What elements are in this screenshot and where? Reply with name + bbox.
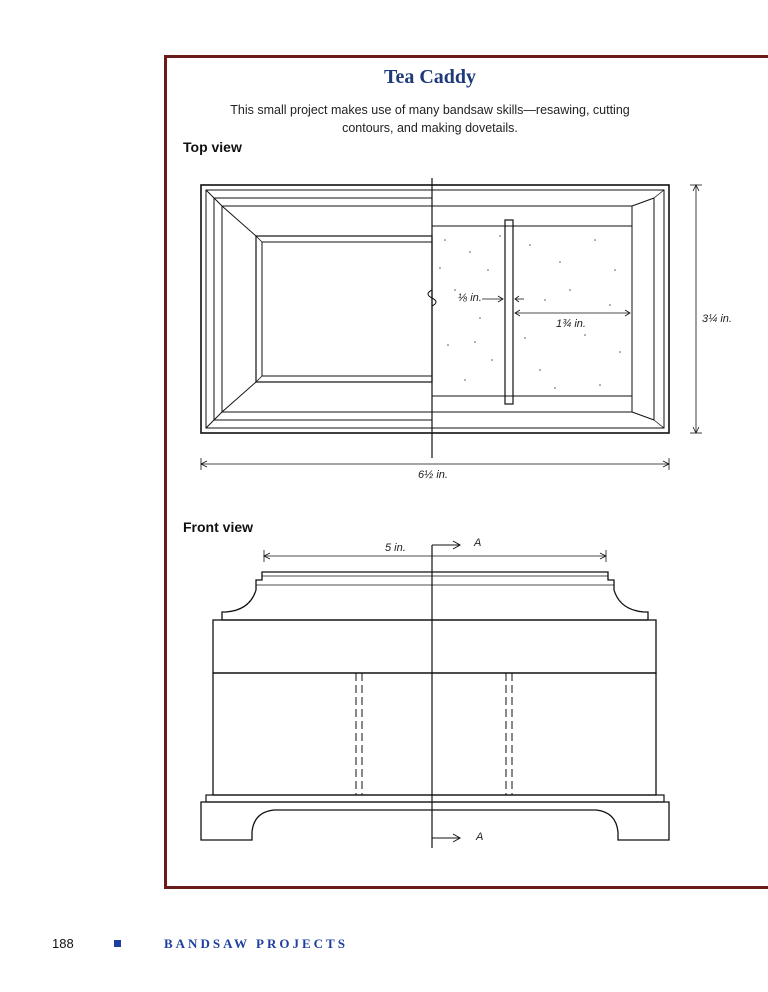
front-view-drawing — [200, 540, 670, 848]
page-title: Tea Caddy — [383, 66, 477, 88]
section-marker-bottom: A — [476, 831, 484, 843]
slot-dimension-label: ⅛ in. — [458, 292, 482, 304]
divider-dimension-label: 1¾ in. — [556, 318, 586, 330]
width-dimension-label: 6½ in. — [418, 469, 448, 481]
section-title: BANDSAW PROJECTS — [164, 936, 348, 951]
end-grain-texture — [439, 235, 621, 389]
depth-dimension-label: 3¼ in. — [702, 313, 732, 325]
front-view-label: Front view — [183, 519, 254, 535]
page-number: 188 — [52, 936, 74, 951]
top-view-drawing — [200, 178, 702, 470]
section-marker-top: A — [474, 537, 482, 549]
footer-square-icon — [114, 940, 121, 947]
intro-text: This small project makes use of many ban… — [230, 103, 630, 135]
lid-width-dimension-label: 5 in. — [382, 542, 409, 554]
top-view-label: Top view — [183, 139, 242, 155]
page-frame — [164, 55, 768, 889]
